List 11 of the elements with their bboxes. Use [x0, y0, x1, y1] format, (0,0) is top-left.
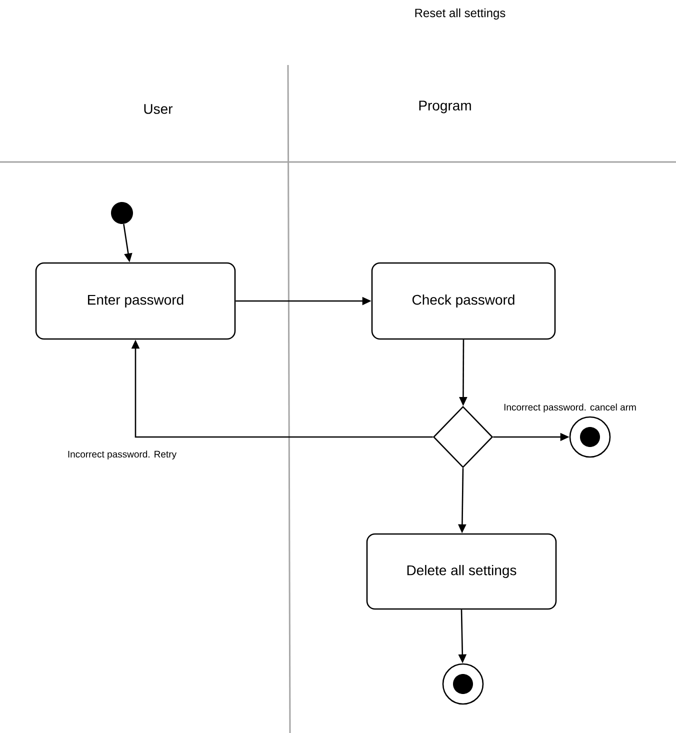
action-box: Delete all settings — [366, 533, 557, 610]
edge-label: Incorrect password. Retry — [66, 450, 178, 460]
title: Reset all settings — [415, 8, 506, 20]
lane-header: Program — [419, 100, 471, 114]
end-node — [442, 663, 484, 705]
start-dot — [111, 202, 133, 224]
lane-header: User — [144, 104, 173, 114]
end-node — [569, 416, 611, 458]
edge-label: Incorrect password. cancel arm — [502, 402, 638, 414]
action-box: Enter password — [35, 262, 236, 340]
action-box: Check password — [371, 262, 556, 340]
